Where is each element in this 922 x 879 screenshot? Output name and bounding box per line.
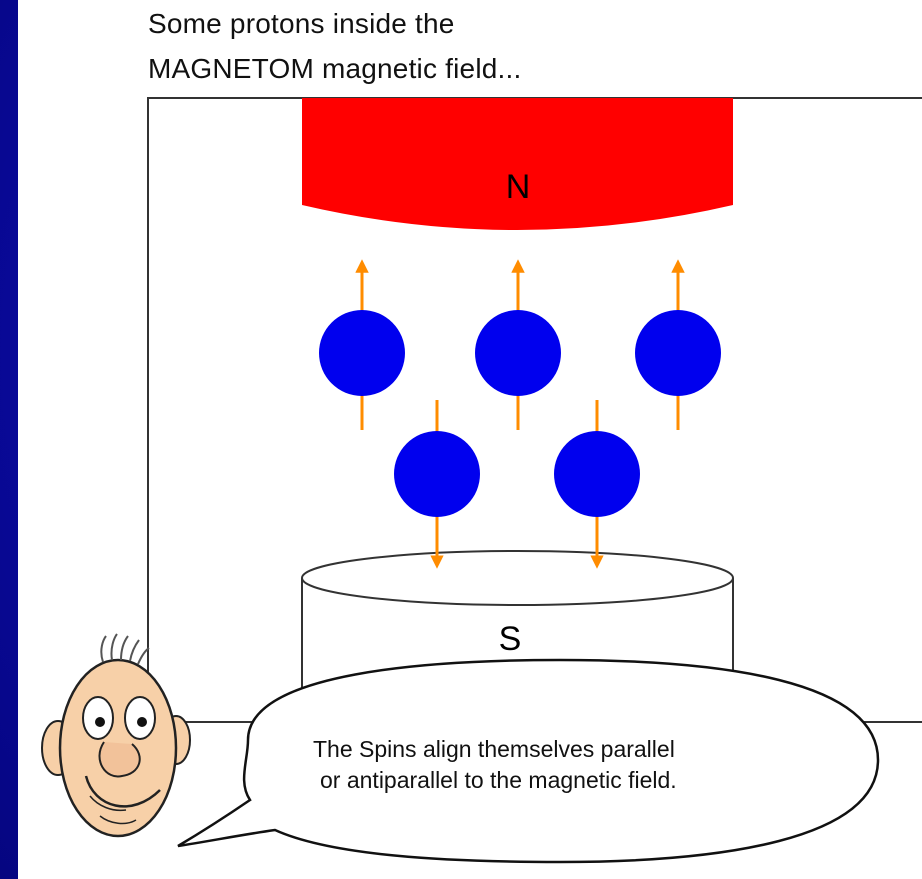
proton-3 xyxy=(635,259,721,430)
north-pole-label: N xyxy=(506,168,531,206)
cartoon-character xyxy=(41,633,191,838)
north-pole-magnet xyxy=(302,98,733,230)
caption-line-1: Some protons inside the xyxy=(148,8,455,39)
proton-2 xyxy=(475,259,561,430)
speech-bubble-line-1: The Spins align themselves parallel xyxy=(313,736,675,762)
protons-group xyxy=(319,259,721,569)
south-pole-label: S xyxy=(499,620,522,658)
proton-1 xyxy=(319,259,405,430)
caption-line-2: MAGNETOM magnetic field... xyxy=(148,53,522,84)
speech-bubble xyxy=(177,658,880,864)
speech-bubble-line-2: or antiparallel to the magnetic field. xyxy=(320,767,677,793)
proton-5 xyxy=(554,400,640,569)
proton-4 xyxy=(394,400,480,569)
